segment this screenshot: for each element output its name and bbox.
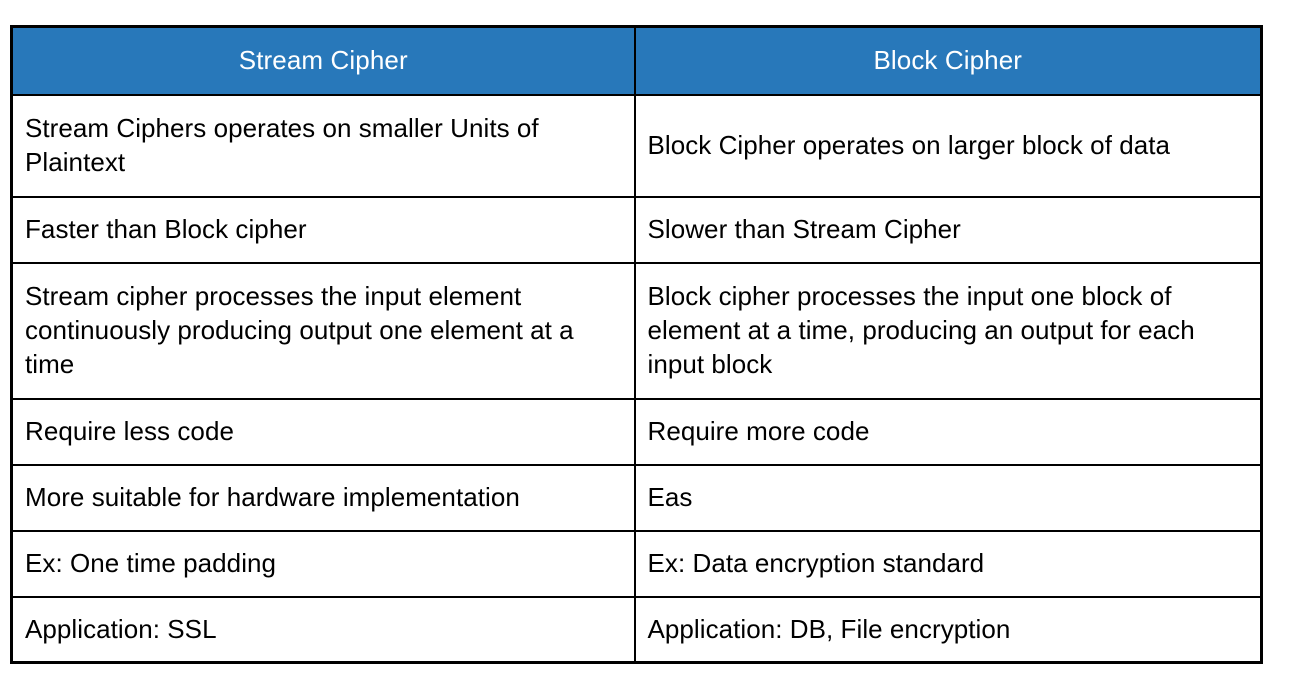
cell-block-row-2: Slower than Stream Cipher bbox=[633, 195, 1263, 264]
cell-block-row-5: Eas bbox=[633, 463, 1263, 532]
cell-block-row-6: Ex: Data encryption standard bbox=[633, 529, 1263, 598]
header-row: Stream Cipher Block Cipher bbox=[10, 25, 1263, 96]
cell-text: More suitable for hardware implementatio… bbox=[25, 481, 520, 512]
cell-block-row-4: Require more code bbox=[633, 397, 1263, 466]
cell-text: Stream Ciphers operates on smaller Units… bbox=[25, 112, 539, 177]
table-row: Ex: One time padding Ex: Data encryption… bbox=[10, 529, 1263, 598]
cell-stream-row-4: Require less code bbox=[10, 397, 636, 466]
table-body: Stream Ciphers operates on smaller Units… bbox=[10, 93, 1263, 664]
cell-text: Require less code bbox=[25, 415, 234, 446]
stream-vs-block-cipher-table: Stream Cipher Block Cipher Stream Cipher… bbox=[10, 25, 1263, 665]
table-row: Require less code Require more code bbox=[10, 397, 1263, 466]
cell-text: Stream cipher processes the input elemen… bbox=[25, 280, 574, 379]
table-row: More suitable for hardware implementatio… bbox=[10, 463, 1263, 532]
column-header-block-cipher: Block Cipher bbox=[633, 25, 1263, 96]
cell-text: Faster than Block cipher bbox=[25, 213, 307, 244]
cell-stream-row-6: Ex: One time padding bbox=[10, 529, 636, 598]
cell-text: Ex: One time padding bbox=[25, 547, 277, 578]
cell-stream-row-7: Application: SSL bbox=[10, 595, 636, 664]
cell-text: Application: SSL bbox=[25, 613, 217, 644]
cell-text: Block Cipher operates on larger block of… bbox=[647, 129, 1171, 160]
cell-text: Require more code bbox=[647, 415, 870, 446]
cell-text: Ex: Data encryption standard bbox=[647, 547, 985, 578]
cell-block-row-3: Block cipher processes the input one blo… bbox=[633, 261, 1263, 400]
table-row: Faster than Block cipher Slower than Str… bbox=[10, 195, 1263, 264]
cell-text: Application: DB, File encryption bbox=[647, 613, 1011, 644]
cell-text: Eas bbox=[647, 481, 693, 512]
cell-block-row-1: Block Cipher operates on larger block of… bbox=[633, 93, 1263, 198]
cell-text: Slower than Stream Cipher bbox=[647, 213, 961, 244]
column-header-stream-cipher: Stream Cipher bbox=[10, 25, 636, 96]
cell-block-row-7: Application: DB, File encryption bbox=[633, 595, 1263, 664]
table-header: Stream Cipher Block Cipher bbox=[10, 25, 1263, 96]
comparison-table-container: Stream Cipher Block Cipher Stream Cipher… bbox=[10, 25, 1263, 665]
table-row: Application: SSL Application: DB, File e… bbox=[10, 595, 1263, 664]
cell-text: Block cipher processes the input one blo… bbox=[647, 280, 1195, 379]
table-row: Stream cipher processes the input elemen… bbox=[10, 261, 1263, 400]
cell-stream-row-1: Stream Ciphers operates on smaller Units… bbox=[10, 93, 636, 198]
cell-stream-row-2: Faster than Block cipher bbox=[10, 195, 636, 264]
table-row: Stream Ciphers operates on smaller Units… bbox=[10, 93, 1263, 198]
cell-stream-row-5: More suitable for hardware implementatio… bbox=[10, 463, 636, 532]
cell-stream-row-3: Stream cipher processes the input elemen… bbox=[10, 261, 636, 400]
